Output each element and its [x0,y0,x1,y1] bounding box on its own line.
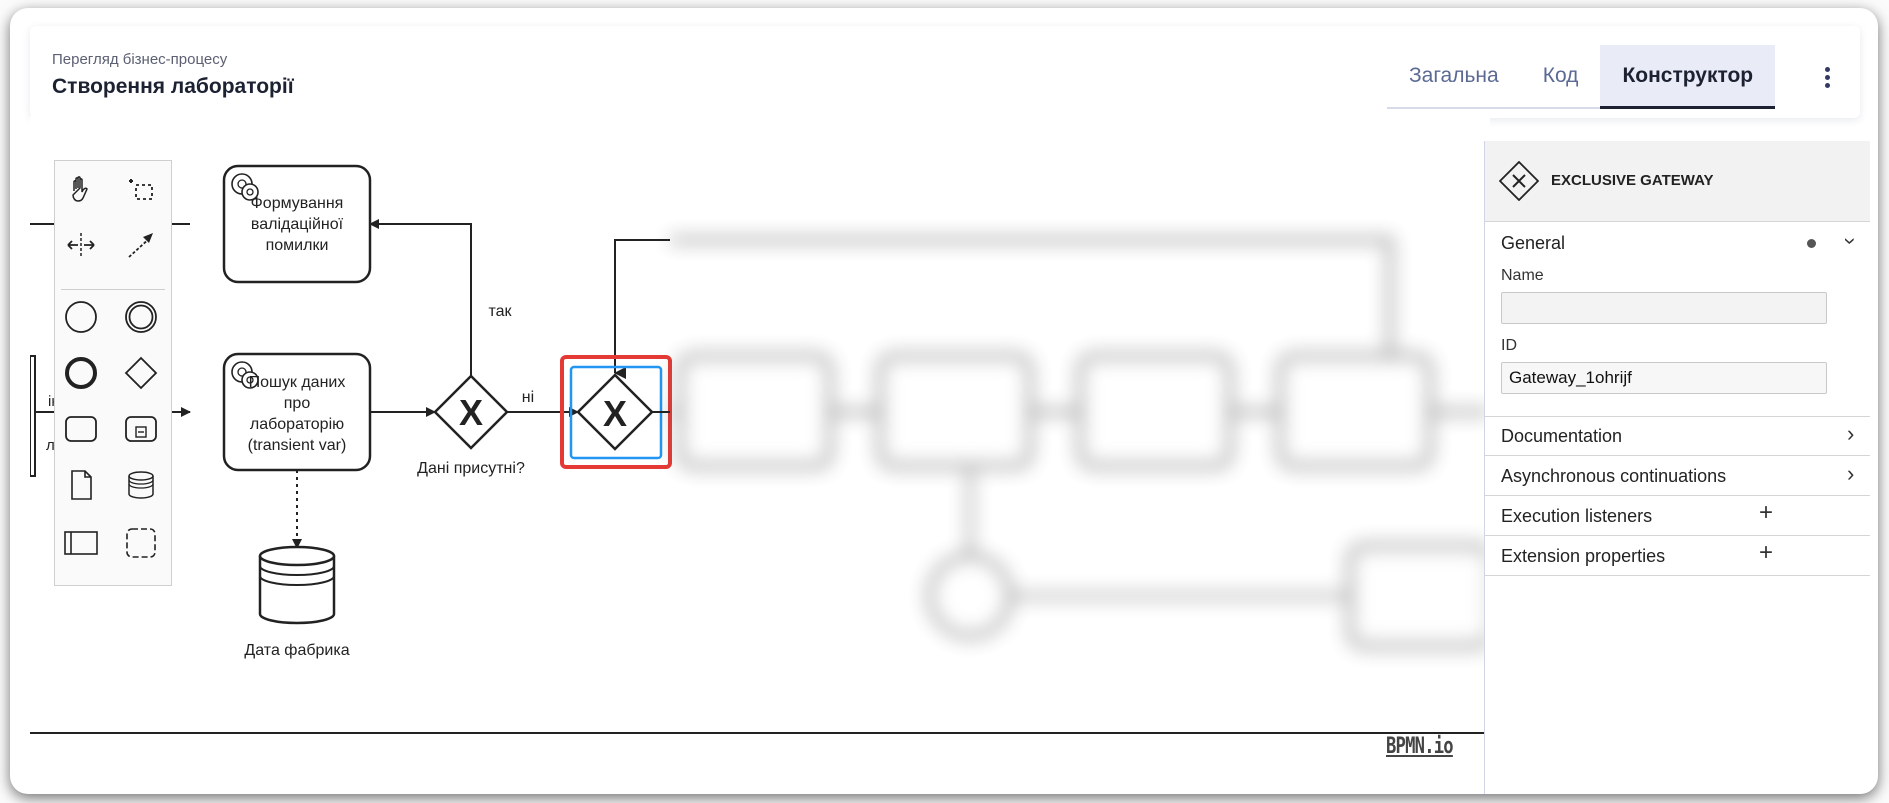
data-store-label: Дата фабрика [244,642,349,659]
tab-designer[interactable]: Конструктор [1600,45,1776,109]
group-extension-properties-title[interactable]: Extension properties [1501,546,1666,566]
tab-code[interactable]: Код [1542,64,1579,87]
divider [1485,535,1870,536]
data-store-icon[interactable] [121,465,161,505]
global-connect-tool-icon[interactable] [121,225,161,265]
page-title: Створення лабораторії [52,75,294,98]
task-label: Пошук даних [249,374,346,391]
name-label: Name [1501,267,1544,284]
exclusive-gateway[interactable] [433,374,509,450]
properties-panel: EXCLUSIVE GATEWAY General › Name ID Docu… [1484,141,1870,794]
gateway-x-icon: X [603,393,627,434]
group-execution-listeners-title[interactable]: Execution listeners [1501,506,1653,526]
group-tool-icon[interactable] [121,523,161,563]
start-event-icon[interactable] [61,297,101,337]
task-label: лабораторію [250,416,344,433]
clipped-label: ін [48,393,60,410]
palette-separator [61,289,165,290]
page-subtitle: Перегляд бізнес-процесу [52,51,228,68]
task-label: про [284,395,311,412]
end-event-icon[interactable] [61,353,101,393]
group-async-title[interactable]: Asynchronous continuations [1501,466,1727,486]
chevron-right-icon[interactable]: › [1847,421,1855,446]
flow-label-no: ні [522,389,534,406]
selected-exclusive-gateway[interactable] [576,373,654,451]
page-header: Перегляд бізнес-процесу Створення лабора… [30,26,1860,118]
blurred-diagram-area [670,116,1490,736]
properties-header: EXCLUSIVE GATEWAY [1485,141,1870,222]
data-store[interactable] [258,545,336,625]
sequence-flow-yes[interactable] [369,219,472,376]
gateway-x-icon: X [459,392,483,433]
space-tool-icon[interactable] [61,225,101,265]
task-tool-icon[interactable] [61,409,101,449]
name-input[interactable] [1501,292,1827,324]
tab-general[interactable]: Загальна [1409,64,1499,87]
add-extension-property-icon[interactable]: + [1759,539,1774,566]
gateway-label: Дані присутні? [417,460,525,477]
divider [1485,495,1870,496]
service-task-gear-icon [231,173,259,201]
view-tabs: Загальна Код Конструктор [1387,45,1776,109]
pool-tool-icon[interactable] [61,523,101,563]
gateway-tool-icon[interactable] [121,353,161,393]
divider [1485,455,1870,456]
clipped-task[interactable] [30,355,36,477]
diagram-svg: ін ла Формування валідаційної помилки По [30,164,1490,734]
app-frame: Перегляд бізнес-процесу Створення лабора… [10,8,1878,794]
data-object-icon[interactable] [61,465,101,505]
divider [1485,575,1870,576]
id-input[interactable] [1501,362,1827,394]
lasso-tool-icon[interactable] [121,169,161,209]
exclusive-gateway-icon [1499,161,1539,201]
task-label: валідаційної [251,216,344,233]
sequence-flow[interactable] [614,239,670,379]
divider [1485,416,1870,417]
add-execution-listener-icon[interactable]: + [1759,499,1774,526]
task-label: (transient var) [248,437,347,454]
task-label: Формування [251,195,344,212]
chevron-right-icon[interactable]: › [1847,461,1855,486]
subprocess-tool-icon[interactable] [121,409,161,449]
flow-label-yes: так [488,303,512,320]
group-general-title[interactable]: General [1501,233,1566,253]
service-task-gear-icon [231,361,259,389]
bpmn-io-logo[interactable]: BPMN.io [1386,734,1454,759]
tool-palette [54,160,172,586]
more-menu-icon[interactable] [1817,64,1837,94]
element-type-label: EXCLUSIVE GATEWAY [1551,172,1714,189]
hand-tool-icon[interactable] [61,169,101,209]
bpmn-canvas[interactable]: ін ла Формування валідаційної помилки По [30,116,1490,794]
chevron-down-icon[interactable]: › [1838,237,1864,245]
task-label: помилки [266,237,329,254]
group-documentation-title[interactable]: Documentation [1501,426,1623,446]
id-label: ID [1501,337,1517,354]
group-has-data-indicator [1807,239,1816,248]
intermediate-event-icon[interactable] [121,297,161,337]
